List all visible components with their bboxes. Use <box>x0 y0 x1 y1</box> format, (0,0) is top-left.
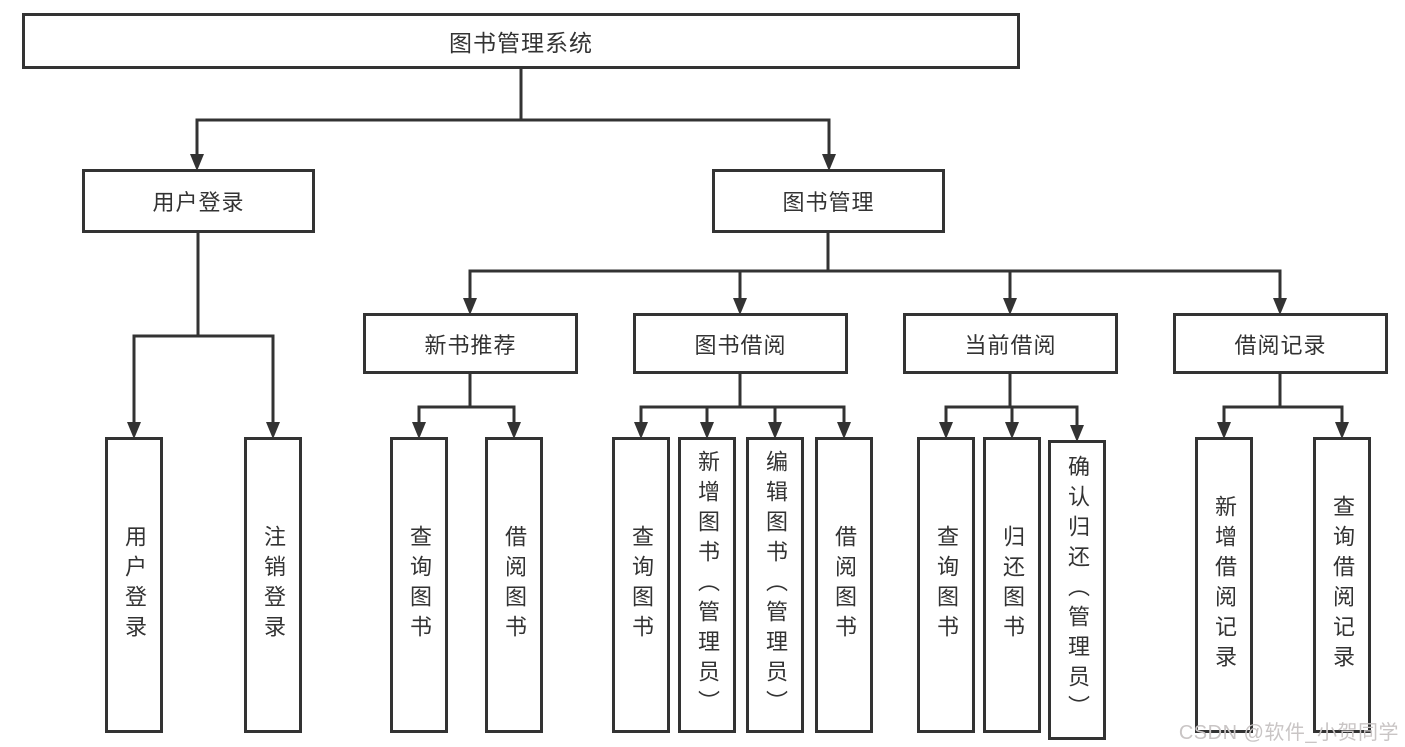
leaf-borrow-books: 借阅图书 <box>815 437 873 733</box>
leaf-edit-books-admin: 编辑图书（管理员） <box>746 437 804 733</box>
node-label: 查询借阅记录 <box>1330 495 1355 675</box>
node-label: 图书管理 <box>782 190 875 215</box>
node-borrowing-records: 借阅记录 <box>1173 313 1388 374</box>
node-label: 新增图书（管理员） <box>695 450 720 720</box>
leaf-return-books: 归还图书 <box>983 437 1041 733</box>
leaf-borrow-books-recommend: 借阅图书 <box>485 437 543 733</box>
node-label: 借阅图书 <box>502 525 527 645</box>
leaf-query-borrow-record: 查询借阅记录 <box>1313 437 1371 733</box>
node-book-management: 图书管理 <box>712 169 945 233</box>
leaf-query-books-current: 查询图书 <box>917 437 975 733</box>
node-label: 编辑图书（管理员） <box>763 450 788 720</box>
node-label: 查询图书 <box>934 525 959 645</box>
node-book-borrowing: 图书借阅 <box>633 313 848 374</box>
leaf-user-login: 用户登录 <box>105 437 163 733</box>
node-label: 新书推荐 <box>424 332 517 358</box>
node-label: 用户登录 <box>122 525 147 645</box>
node-library-management-system: 图书管理系统 <box>22 13 1020 69</box>
node-current-borrowing: 当前借阅 <box>903 313 1118 374</box>
node-label: 用户登录 <box>152 190 245 215</box>
leaf-query-books-recommend: 查询图书 <box>390 437 448 733</box>
leaf-query-books-borrow: 查询图书 <box>612 437 670 733</box>
node-label: 确认归还（管理员） <box>1065 455 1090 725</box>
node-label: 归还图书 <box>1000 525 1025 645</box>
node-label: 借阅记录 <box>1234 332 1327 358</box>
leaf-confirm-return-admin: 确认归还（管理员） <box>1048 440 1106 740</box>
node-label: 借阅图书 <box>832 525 857 645</box>
leaf-add-books-admin: 新增图书（管理员） <box>678 437 736 733</box>
node-label: 图书管理系统 <box>449 30 593 56</box>
node-label: 注销登录 <box>261 525 286 645</box>
leaf-logout-login: 注销登录 <box>244 437 302 733</box>
node-label: 查询图书 <box>407 525 432 645</box>
csdn-watermark: CSDN @软件_小贺同学 <box>1178 722 1399 744</box>
node-label: 当前借阅 <box>964 332 1057 358</box>
leaf-add-borrow-record: 新增借阅记录 <box>1195 437 1253 733</box>
node-label: 新增借阅记录 <box>1212 495 1237 675</box>
node-label: 图书借阅 <box>694 332 787 358</box>
node-user-login: 用户登录 <box>82 169 315 233</box>
node-label: 查询图书 <box>629 525 654 645</box>
node-new-book-recommendation: 新书推荐 <box>363 313 578 374</box>
